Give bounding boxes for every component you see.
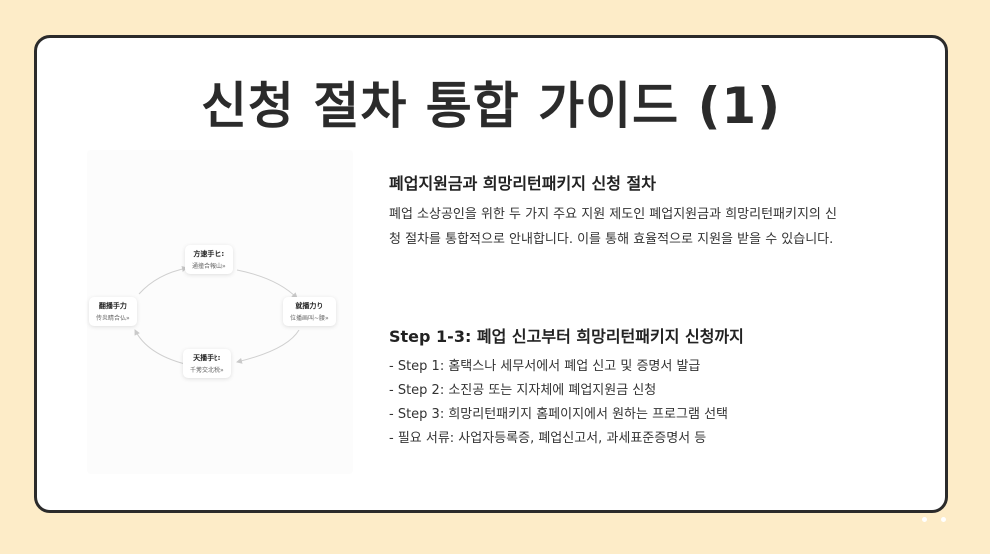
- description-line: 청 절차를 통합적으로 안내합니다. 이를 통해 효율적으로 지원을 받을 수 …: [389, 232, 834, 247]
- diagram-node-left: 翻播手力 传炎睛合仏»: [89, 297, 137, 326]
- description-line: 폐업 소상공인을 위한 두 가지 주요 지원 제도인 폐업지원금과 희망리턴패키…: [389, 207, 837, 222]
- diagram-node-right: 就播力り 位播画叫~腰»: [283, 297, 336, 326]
- slide-dots-decoration: [922, 517, 946, 522]
- diagram-node-subtitle: 千莠交北税»: [190, 367, 224, 374]
- diagram-node-top: 方速手ヒ: 通撞合報山»: [185, 245, 233, 274]
- arrow-right-bottom: [236, 329, 300, 364]
- arrow-left-top: [138, 266, 188, 295]
- diagram-node-bottom: 天播手ﾋ: 千莠交北税»: [183, 349, 231, 378]
- page-title: 신청 절차 통합 가이드 (1): [200, 77, 782, 135]
- section-heading-steps: Step 1-3: 폐업 신고부터 희망리턴패키지 신청까지: [389, 327, 744, 346]
- section-description: 폐업 소상공인을 위한 두 가지 주요 지원 제도인 폐업지원금과 희망리턴패키…: [389, 202, 909, 252]
- list-item: - Step 1: 홈택스나 세무서에서 폐업 신고 및 증명서 발급: [389, 359, 701, 374]
- section-heading-procedure: 폐업지원금과 희망리턴패키지 신청 절차: [389, 174, 656, 193]
- diagram-node-title: 方速手ヒ:: [193, 250, 225, 258]
- diagram-node-title: 就播力り: [295, 302, 324, 310]
- diagram-node-title: 天播手ﾋ:: [193, 354, 221, 362]
- cycle-arrows: [134, 266, 300, 365]
- dot-icon: [941, 517, 946, 522]
- arrow-top-right: [236, 269, 298, 299]
- cycle-diagram-image: 方速手ヒ: 通撞合報山» 就播力り 位播画叫~腰» 天播手ﾋ: 千莠交北税» 翻…: [87, 150, 353, 474]
- list-item: - Step 3: 희망리턴패키지 홈페이지에서 원하는 프로그램 선택: [389, 407, 728, 422]
- steps-list: - Step 1: 홈택스나 세무서에서 폐업 신고 및 증명서 발급 - St…: [389, 355, 728, 451]
- diagram-node-subtitle: 传炎睛合仏»: [96, 315, 130, 322]
- list-item: - Step 2: 소진공 또는 지자체에 폐업지원금 신청: [389, 383, 657, 398]
- diagram-node-title: 翻播手力: [98, 302, 127, 310]
- diagram-node-subtitle: 位播画叫~腰»: [290, 315, 329, 322]
- dot-icon: [922, 517, 927, 522]
- arrow-bottom-left: [134, 329, 186, 365]
- diagram-node-subtitle: 通撞合報山»: [192, 263, 226, 270]
- list-item: - 필요 서류: 사업자등록증, 폐업신고서, 과세표준증명서 등: [389, 431, 707, 446]
- slide-card: 신청 절차 통합 가이드 (1) 方速手ヒ: 通撞合報山» 就播力り 位播画叫~…: [34, 35, 948, 513]
